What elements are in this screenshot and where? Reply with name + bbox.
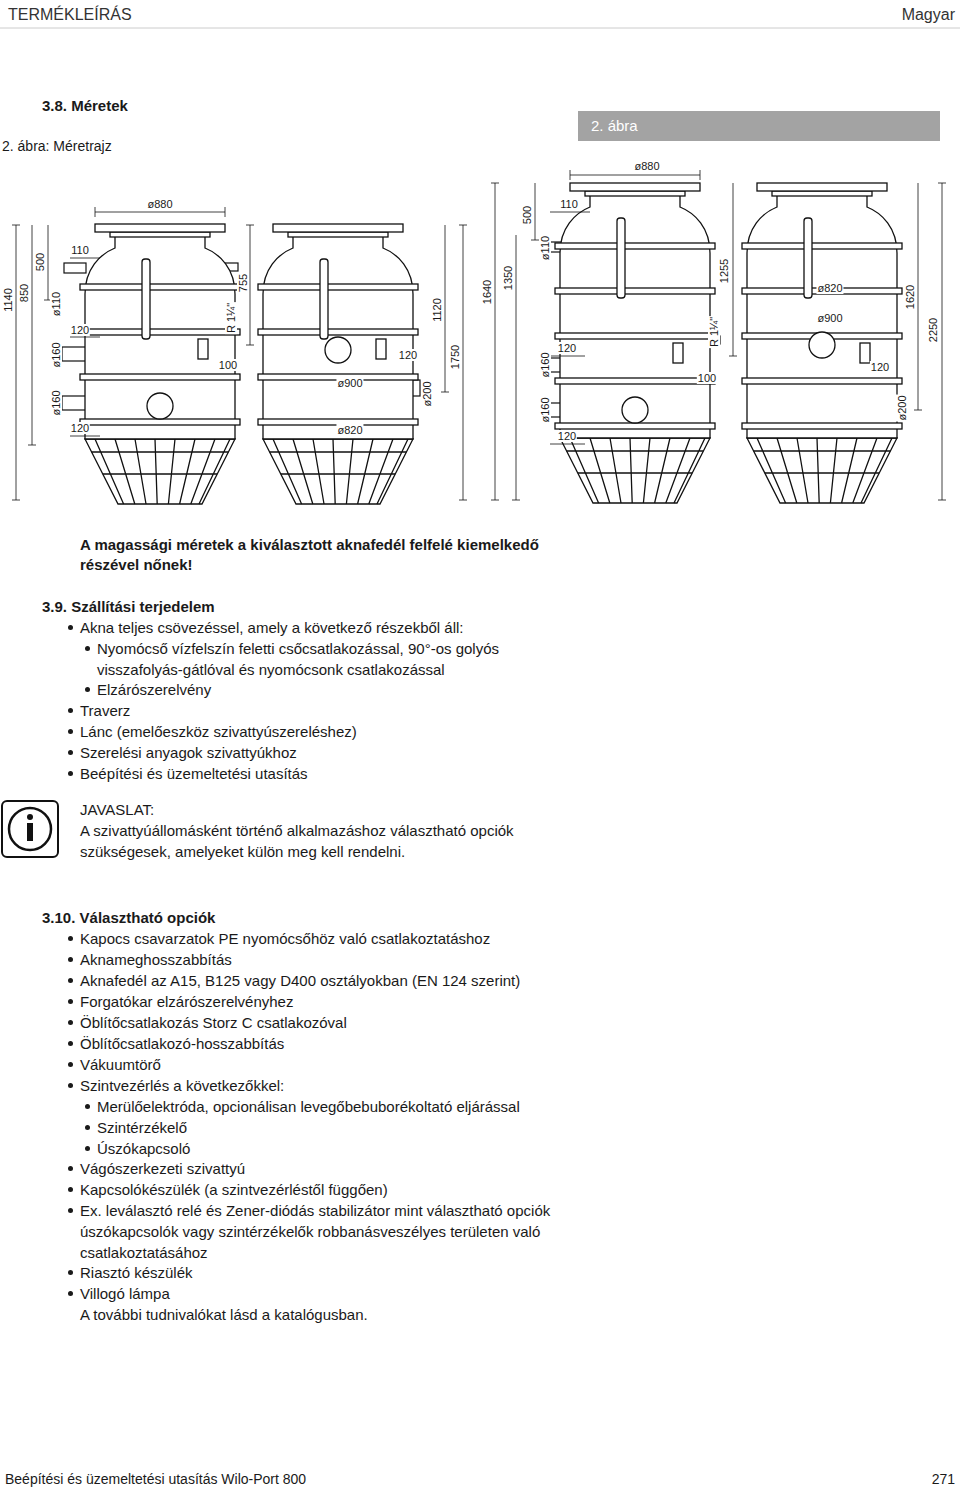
dimension-label: 500: [521, 205, 533, 225]
bullet-dot: [68, 750, 73, 755]
dimension-label: R 1¼": [708, 316, 720, 348]
list-item: Aknafedél az A15, B125 vagy D400 osztály…: [80, 970, 520, 991]
dimension-label: ø820: [816, 282, 843, 294]
section-heading: 3.9. Szállítási terjedelem: [42, 596, 215, 617]
bullet-dot: [85, 1125, 90, 1130]
bullet-dot: [68, 999, 73, 1004]
dimension-label: ø900: [816, 312, 843, 324]
dimension-label: 1350: [502, 265, 514, 291]
dimension-label: ø900: [336, 377, 363, 389]
bullet-dot: [68, 625, 73, 630]
dimension-label: 120: [557, 430, 577, 442]
list-item: Úszókapcsoló: [97, 1138, 190, 1159]
bullet-dot: [85, 1146, 90, 1151]
info-icon: [2, 801, 58, 857]
bullet-dot: [85, 687, 90, 692]
page-footer: 271: [932, 1469, 955, 1489]
bullet-dot: [68, 729, 73, 734]
dimension-label: ø160: [539, 396, 551, 423]
dimension-label: 120: [398, 349, 418, 361]
list-item: Beépítési és üzemeltetési utasítás: [80, 763, 308, 784]
dimension-label: 1140: [2, 287, 14, 313]
dimension-label: 120: [70, 324, 90, 336]
dimension-label: 100: [218, 359, 238, 371]
list-item: Traverz: [80, 700, 130, 721]
list-item: Szintvezérlés a következőkkel:: [80, 1075, 284, 1096]
list-item: Merülőelektróda, opcionálisan levegőbebu…: [97, 1096, 520, 1117]
bullet-dot: [68, 1020, 73, 1025]
dimension-label: ø160: [539, 351, 551, 378]
list-item: Nyomócső vízfelszín feletti csőcsatlakoz…: [97, 638, 552, 680]
section-heading: 3.8. Méretek: [42, 95, 128, 116]
dimension-label: 110: [70, 244, 90, 256]
bullet-dot: [68, 957, 73, 962]
bullet-dot: [68, 1062, 73, 1067]
dimension-label: 850: [18, 283, 30, 303]
bullet-dot: [85, 1104, 90, 1109]
page-footer: Beépítési és üzemeltetési utasítás Wilo-…: [5, 1469, 306, 1489]
list-item: Lánc (emelőeszköz szivattyúszereléshez): [80, 721, 357, 742]
dimension-label: 1750: [449, 344, 461, 370]
bullet-dot: [68, 1166, 73, 1171]
dimension-label: 120: [557, 342, 577, 354]
dimension-label: R 1¼": [225, 302, 237, 334]
dimension-label: 500: [34, 252, 46, 272]
dimension-label: ø110: [539, 235, 551, 261]
dimension-label: 2250: [927, 317, 939, 343]
body-text: A szivattyúállomásként történő alkalmazá…: [80, 820, 550, 862]
bullet-dot: [68, 1041, 73, 1046]
dimension-label: 1640: [481, 279, 493, 305]
bullet-dot: [68, 771, 73, 776]
dimension-label: ø160: [50, 341, 62, 368]
bullet-dot: [68, 1187, 73, 1192]
list-item: Szintérzékelő: [97, 1117, 187, 1138]
bullet-dot: [68, 708, 73, 713]
bullet-dot: [85, 646, 90, 651]
dimension-label: ø880: [146, 198, 173, 210]
body-text: A további tudnivalókat lásd a katalógusb…: [80, 1304, 368, 1325]
list-item: Vákuumtörő: [80, 1054, 161, 1075]
dimension-label: ø110: [50, 291, 62, 317]
dimension-label: ø820: [336, 424, 363, 436]
bullet-dot: [68, 936, 73, 941]
bullet-dot: [68, 1270, 73, 1275]
dimension-label: 120: [870, 361, 890, 373]
note-text: A magassági méretek a kiválasztott aknaf…: [80, 535, 560, 575]
page-header: Magyar: [902, 4, 955, 25]
figure-label: 2. ábra: [591, 115, 927, 137]
list-item: Vágószerkezeti szivattyú: [80, 1158, 245, 1179]
list-item: Elzárószerelvény: [97, 679, 211, 700]
list-item: Villogó lámpa: [80, 1283, 170, 1304]
list-item: Öblítőcsatlakozó-hosszabbítás: [80, 1033, 284, 1054]
list-item: Szerelési anyagok szivattyúkhoz: [80, 742, 297, 763]
bullet-dot: [68, 978, 73, 983]
list-item: Aknameghosszabbítás: [80, 949, 232, 970]
dimension-label: 1120: [431, 297, 443, 323]
dimension-label: 120: [70, 422, 90, 434]
body-text: JAVASLAT:: [80, 799, 154, 820]
list-item: Kapocs csavarzatok PE nyomócsőhöz való c…: [80, 928, 490, 949]
bullet-dot: [68, 1291, 73, 1296]
section-heading: 3.10. Választható opciók: [42, 907, 215, 928]
dimension-label: 100: [697, 372, 717, 384]
dimension-label: ø200: [421, 380, 433, 407]
list-item: Akna teljes csövezéssel, amely a követke…: [80, 617, 464, 638]
dimension-label: 1620: [904, 284, 916, 310]
dimension-label: 110: [559, 198, 579, 210]
list-item: Forgatókar elzárószerelvényhez: [80, 991, 293, 1012]
list-item: Kapcsolókészülék (a szintvezérléstől füg…: [80, 1179, 388, 1200]
bullet-dot: [68, 1208, 73, 1213]
list-item: Öblítőcsatlakozás Storz C csatlakozóval: [80, 1012, 347, 1033]
bullet-dot: [68, 1083, 73, 1088]
dimension-label: 1255: [718, 258, 730, 284]
list-item: Riasztó készülék: [80, 1262, 193, 1283]
figure-band: 2. ábra: [578, 111, 940, 141]
dimension-label: ø160: [50, 389, 62, 416]
dimension-label: ø200: [896, 394, 908, 421]
page-header: TERMÉKLEÍRÁS: [8, 4, 132, 25]
list-item: Ex. leválasztó relé és Zener-diódás stab…: [80, 1200, 555, 1263]
dimension-label: 755: [237, 273, 249, 293]
dimension-label: ø880: [633, 160, 660, 172]
figure-caption: 2. ábra: Méretrajz: [2, 136, 112, 157]
